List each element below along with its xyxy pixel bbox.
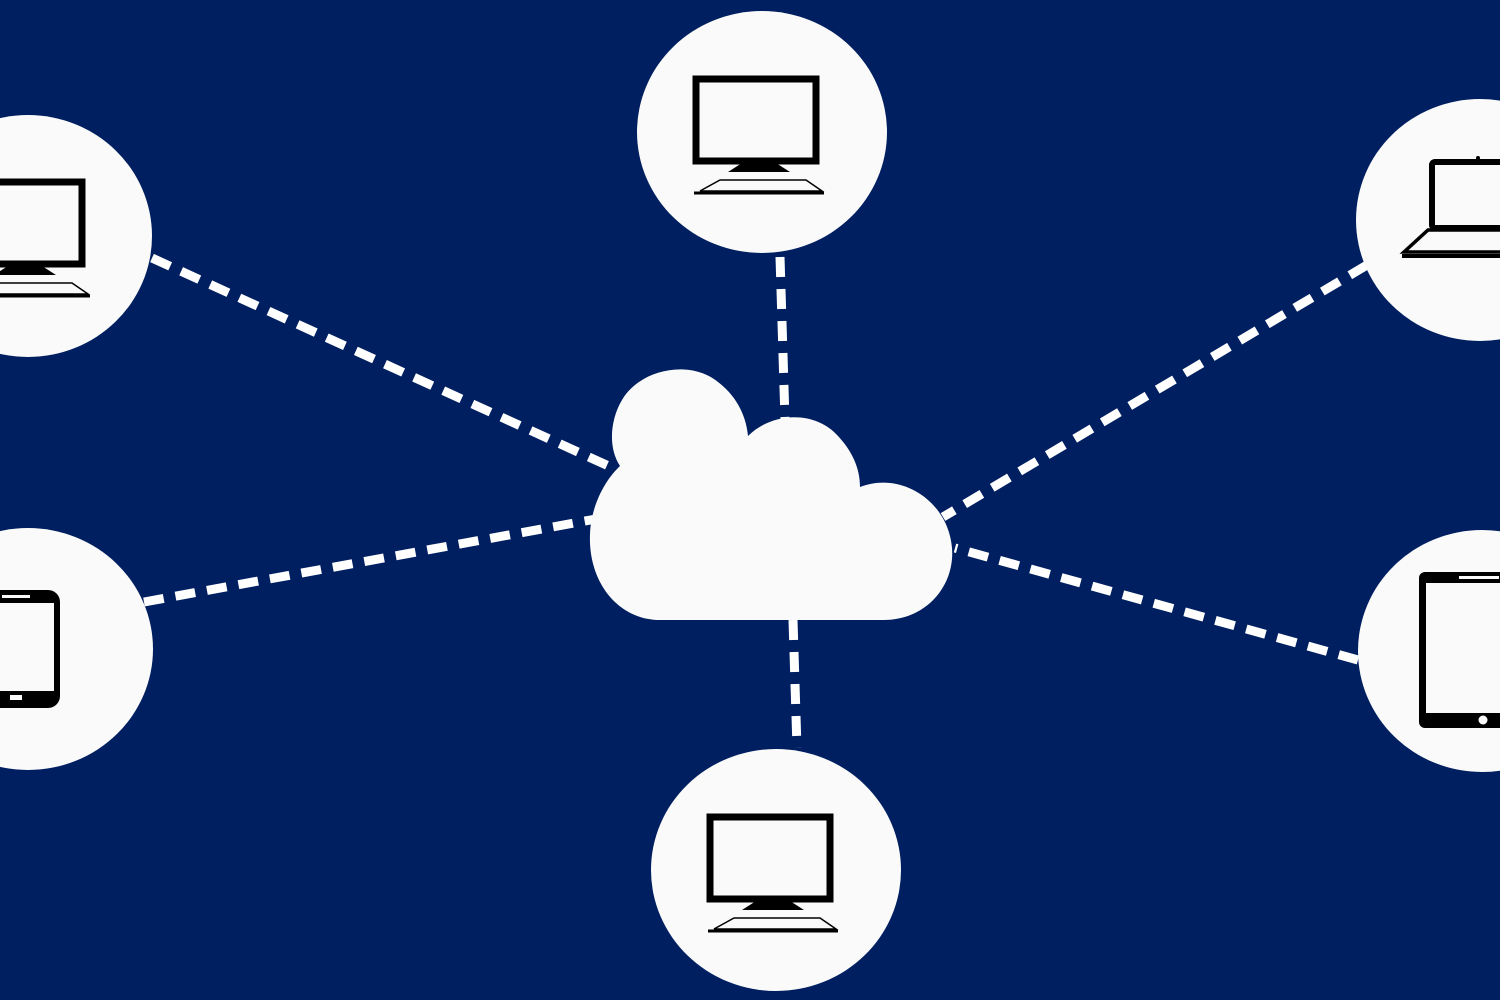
link-top-center (775, 256, 790, 421)
node-top-center (637, 11, 887, 253)
link-upper-right (940, 261, 1370, 521)
link-lower-right (953, 543, 1360, 665)
node-bottom-center (651, 749, 901, 991)
smartphone-icon (0, 590, 60, 708)
link-lower-left (143, 514, 597, 607)
tablet-icon (1419, 572, 1500, 728)
node-lower-left (0, 528, 153, 770)
links (143, 253, 1370, 749)
node-circle (0, 528, 153, 770)
node-upper-right (1356, 99, 1500, 341)
node-lower-right (1358, 530, 1500, 772)
link-bottom-center (788, 619, 802, 749)
link-upper-left (150, 253, 615, 473)
node-upper-left (0, 115, 152, 357)
cloud-icon (589, 369, 953, 620)
